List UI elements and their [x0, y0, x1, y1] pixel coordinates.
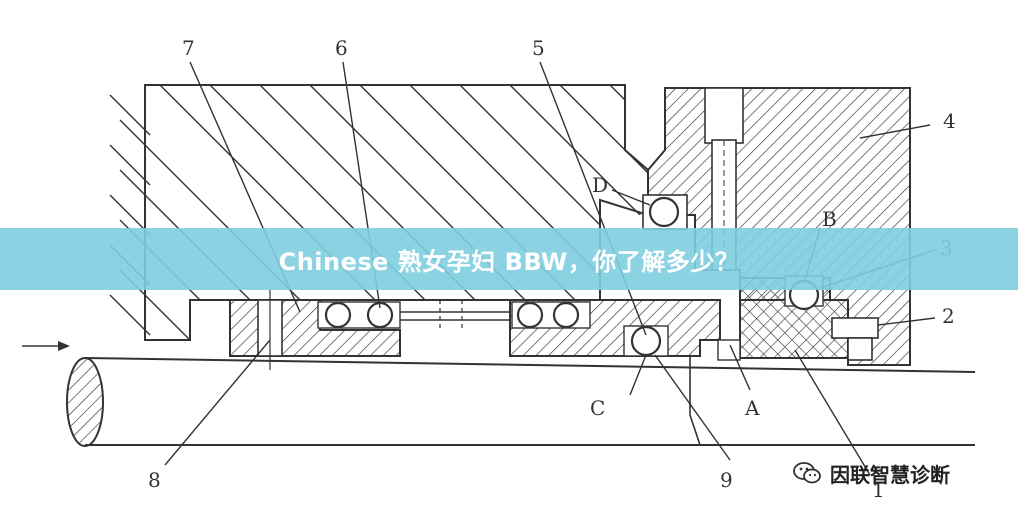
- label-b: B: [822, 207, 837, 231]
- label-1: 1: [872, 478, 885, 502]
- label-4: 4: [943, 109, 956, 133]
- rotating-ring: [509, 299, 741, 361]
- pin-2: [831, 317, 879, 361]
- watermark: 因联智慧诊断: [792, 458, 950, 488]
- label-d: D: [592, 173, 608, 197]
- flow-arrow: [22, 341, 70, 351]
- label-6: 6: [335, 36, 348, 60]
- watermark-text: 因联智慧诊断: [830, 462, 950, 487]
- label-5: 5: [532, 36, 545, 60]
- label-2: 2: [942, 304, 955, 328]
- wechat-icon: [793, 462, 821, 484]
- label-9: 9: [720, 468, 733, 492]
- label-a: A: [744, 396, 760, 420]
- spring-seat: [229, 290, 510, 370]
- label-7: 7: [182, 36, 195, 60]
- gland-4: [647, 87, 911, 366]
- banner-title: Chinese 熟女孕妇 BBW，你了解多少？: [278, 247, 740, 276]
- shaft: [66, 356, 976, 447]
- title-banner: Chinese 熟女孕妇 BBW，你了解多少？: [0, 228, 1018, 290]
- o-ring-d: [642, 194, 688, 230]
- label-c: C: [590, 396, 605, 420]
- label-8: 8: [148, 468, 161, 492]
